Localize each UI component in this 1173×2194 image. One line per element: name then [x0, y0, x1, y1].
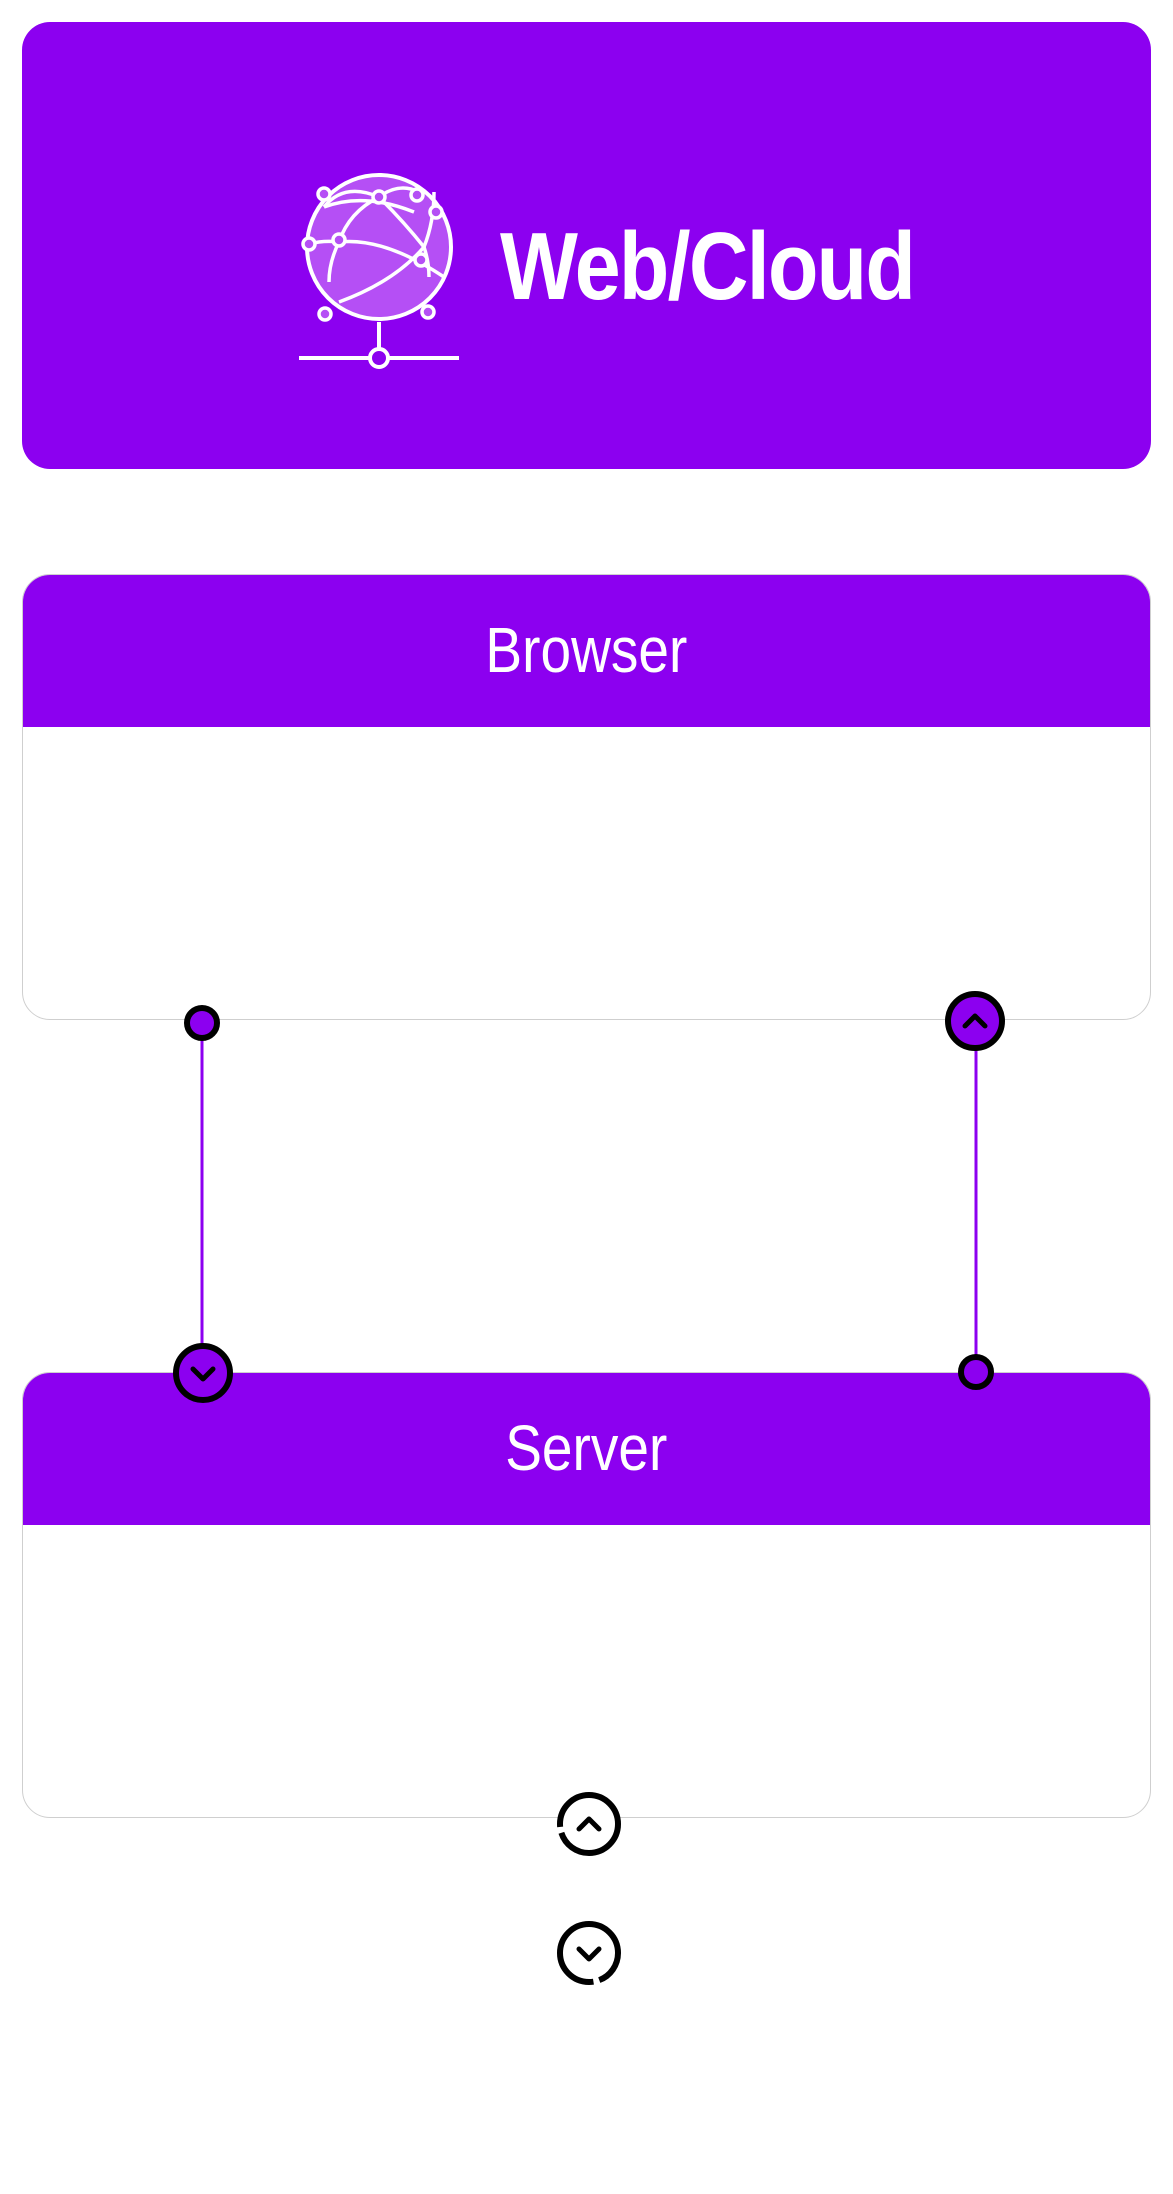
browser-input-port[interactable] — [945, 991, 1005, 1051]
chevron-down-icon — [190, 1366, 216, 1382]
browser-panel-header: Browser — [23, 575, 1150, 727]
page-title: Web/Cloud — [500, 213, 916, 320]
scroll-down-button[interactable] — [557, 1921, 621, 1985]
server-panel: Server — [22, 1372, 1151, 1818]
server-output-port[interactable] — [958, 1354, 994, 1390]
browser-output-port[interactable] — [184, 1005, 220, 1041]
chevron-down-icon — [576, 1946, 602, 1962]
server-panel-title: Server — [505, 1412, 668, 1484]
browser-panel-title: Browser — [485, 614, 688, 686]
globe-network-icon — [299, 173, 459, 369]
chevron-up-icon — [962, 1013, 988, 1029]
scroll-up-button[interactable] — [557, 1792, 621, 1856]
browser-panel: Browser — [22, 574, 1151, 1020]
web-cloud-header-card: Web/Cloud — [22, 22, 1151, 469]
server-input-port[interactable] — [173, 1343, 233, 1403]
chevron-up-icon — [576, 1816, 602, 1832]
